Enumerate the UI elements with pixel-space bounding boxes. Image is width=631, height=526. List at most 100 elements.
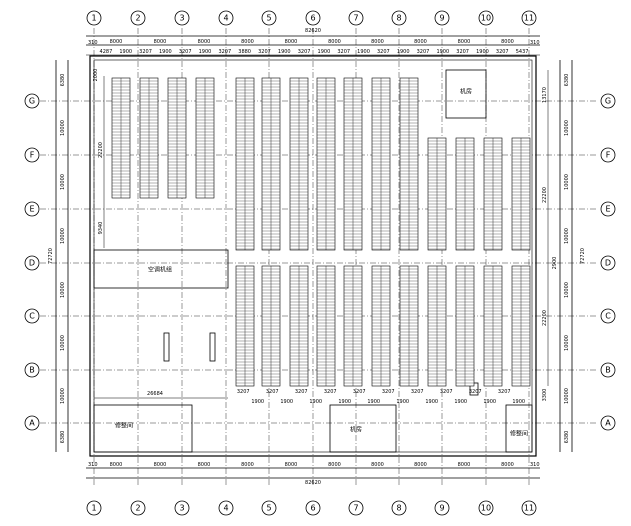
right-row-spacing: 6380 [564, 74, 570, 87]
top-col-spacing: 8000 [328, 39, 341, 45]
row-bubble-D: D [600, 255, 616, 271]
top-left-edge-dim: 310 [88, 40, 98, 46]
bottom-col-spacing: 8000 [110, 462, 123, 468]
column-bubble-7: 7 [348, 500, 364, 516]
equipment-symbol-1 [163, 332, 170, 362]
equipment-symbol-2 [209, 332, 216, 362]
column-bubble-label: 5 [266, 504, 271, 513]
inner-left-dim-2: 9340 [98, 222, 104, 235]
column-bubble-label: 11 [524, 14, 534, 23]
rack-unit [399, 265, 419, 387]
right-row-spacing: 10000 [564, 388, 570, 404]
top-col-spacing: 8000 [110, 39, 123, 45]
right-room-box [505, 404, 533, 453]
bottom-col-spacing: 8000 [371, 462, 384, 468]
top-sub-dim: 1900 [199, 49, 212, 55]
mid-room-box [329, 404, 397, 453]
bottom-col-spacing: 8000 [285, 462, 298, 468]
top-col-spacing: 8000 [414, 39, 427, 45]
bottom-col-spacing: 8000 [414, 462, 427, 468]
rack-unit [455, 137, 475, 251]
column-bubble-label: 4 [223, 14, 228, 23]
rack-unit [399, 77, 419, 251]
row-bubble-E: E [24, 201, 40, 217]
top-sub-dim: 3207 [456, 49, 469, 55]
row-bubble-label: G [605, 97, 611, 106]
top-col-spacing: 8000 [458, 39, 471, 45]
bottom-sub-dim: 1900 [454, 399, 467, 405]
rack-unit [455, 265, 475, 387]
ac-room-box [93, 249, 229, 289]
top-col-spacing: 8000 [371, 39, 384, 45]
rack-unit [111, 77, 131, 199]
bottom-left-edge-dim: 310 [88, 462, 98, 468]
row-bubble-label: G [29, 97, 35, 106]
column-bubble-label: 8 [396, 14, 401, 23]
bottom-right-edge-dim: 310 [530, 462, 540, 468]
bottom-col-spacing: 8000 [198, 462, 211, 468]
left-row-spacing: 6380 [60, 431, 66, 444]
top-sub-dim: 1900 [278, 49, 291, 55]
column-bubble-4: 4 [218, 10, 234, 26]
top-sub-dim: 3207 [298, 49, 311, 55]
inner-bottom-width-dim: 26684 [147, 391, 163, 397]
top-sub-dim: 1900 [397, 49, 410, 55]
bottom-sub-dim: 3207 [324, 389, 337, 395]
rack-unit [289, 265, 309, 387]
bottom-sub-dim: 3207 [295, 389, 308, 395]
rack-unit [511, 137, 531, 251]
top-sub-dim: 3207 [337, 49, 350, 55]
row-bubble-label: B [605, 366, 611, 375]
bottom-col-spacing: 8000 [328, 462, 341, 468]
row-bubble-F: F [24, 147, 40, 163]
right-row-spacing: 10000 [564, 174, 570, 190]
left-row-spacing: 10000 [60, 174, 66, 190]
top-col-spacing: 8000 [154, 39, 167, 45]
column-bubble-label: 2 [135, 14, 140, 23]
top-sub-dim: 3880 [238, 49, 251, 55]
inner-left-dim-1: 22200 [98, 142, 104, 158]
top-sub-dim: 1900 [119, 49, 132, 55]
column-bubble-4: 4 [218, 500, 234, 516]
bottom-sub-dim: 1900 [483, 399, 496, 405]
column-bubble-3: 3 [174, 500, 190, 516]
bottom-sub-dim: 3207 [411, 389, 424, 395]
column-bubble-label: 7 [353, 504, 358, 513]
inner-right-dim-5: 2900 [552, 257, 558, 270]
row-bubble-B: B [24, 362, 40, 378]
rack-unit [427, 265, 447, 387]
repair-room-label: 修整间 [115, 422, 133, 430]
column-bubble-2: 2 [130, 10, 146, 26]
rack-unit [261, 265, 281, 387]
top-col-spacing: 8000 [198, 39, 211, 45]
column-bubble-label: 4 [223, 504, 228, 513]
bottom-sub-dim: 1900 [251, 399, 264, 405]
column-bubble-label: 8 [396, 504, 401, 513]
column-bubble-label: 3 [179, 14, 184, 23]
column-bubble-5: 5 [261, 500, 277, 516]
column-bubble-9: 9 [434, 10, 450, 26]
right-overall-height: 72720 [580, 248, 586, 264]
bottom-sub-dim: 1900 [512, 399, 525, 405]
rack-unit [371, 77, 391, 251]
row-bubble-C: C [24, 308, 40, 324]
column-bubble-5: 5 [261, 10, 277, 26]
right-row-spacing: 10000 [564, 228, 570, 244]
column-bubble-7: 7 [348, 10, 364, 26]
row-bubble-label: A [605, 419, 611, 428]
column-bubble-9: 9 [434, 500, 450, 516]
column-bubble-10: 10 [478, 500, 494, 516]
column-bubble-label: 1 [91, 14, 96, 23]
inner-right-dim-2: 22200 [542, 187, 548, 203]
plan-frame [55, 35, 573, 479]
right-room-label: 修整间 [510, 430, 528, 438]
corner-room-label: 机房 [460, 88, 472, 96]
column-bubble-8: 8 [391, 10, 407, 26]
mid-room-label: 机房 [350, 426, 362, 434]
bottom-sub-dim: 1900 [280, 399, 293, 405]
top-sub-dim: 4287 [100, 49, 113, 55]
row-bubble-A: A [600, 415, 616, 431]
bottom-sub-dim: 3207 [353, 389, 366, 395]
top-sub-dim: 3207 [496, 49, 509, 55]
